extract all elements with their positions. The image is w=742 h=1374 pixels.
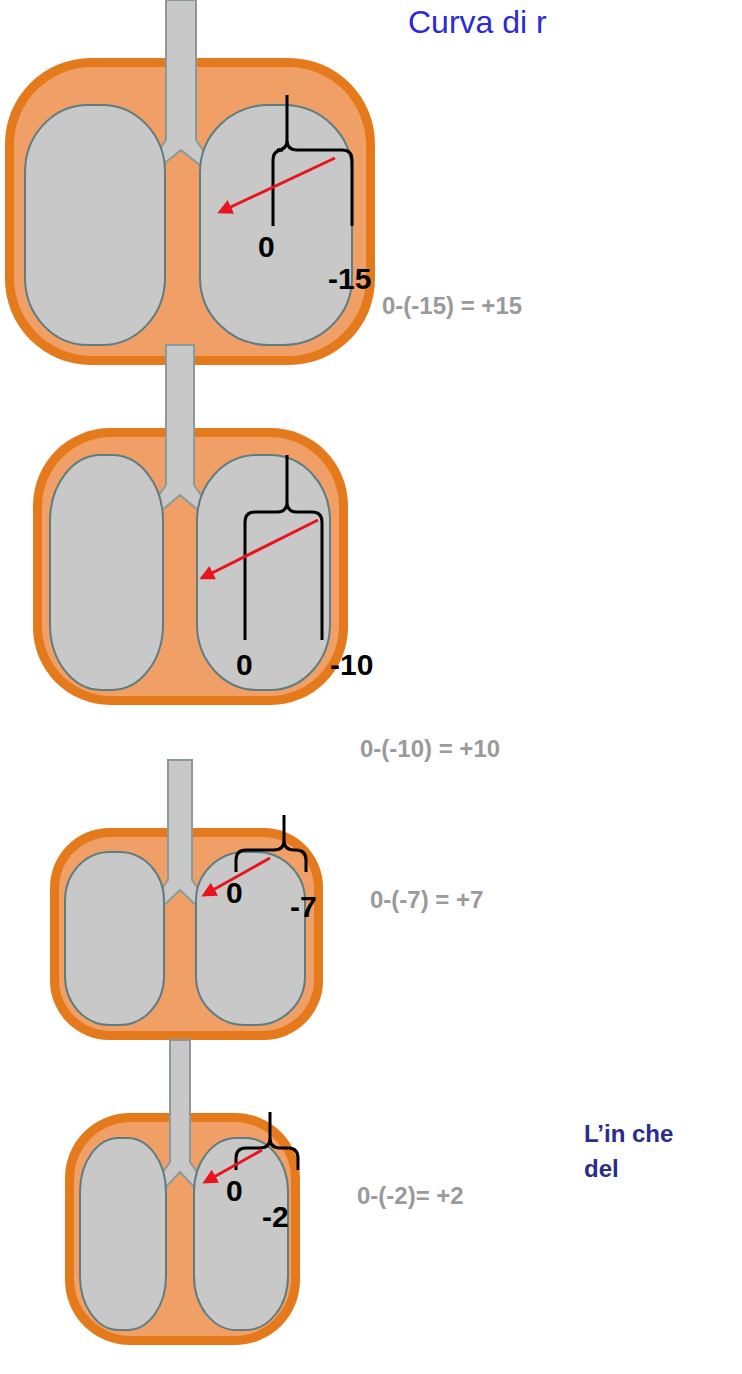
lung [50,455,163,690]
pressure-value: 0 [226,876,243,911]
lung [80,1138,166,1330]
pressure-value: -15 [328,262,371,297]
trachea [152,345,208,511]
thorax-figure [50,760,323,1040]
pressure-bracket [236,815,306,872]
recoil-arrow [202,520,318,578]
pressure-value: -2 [262,1200,289,1235]
thorax-figure [65,1040,300,1345]
pressure-bracket [245,455,322,640]
pressure-value: 0 [236,648,253,683]
pressure-bracket [236,1112,298,1170]
thorax-figure [33,345,348,705]
pressure-formula: 0-(-7) = +7 [370,886,483,914]
trachea [152,0,210,166]
lung [194,1138,288,1330]
lung [65,852,164,1025]
trachea [156,1040,204,1188]
note-text: L’in che del [584,1116,679,1186]
pressure-value: -10 [330,648,373,683]
thorax-figure [5,0,375,365]
recoil-arrow [220,158,335,212]
pressure-formula: 0-(-2)= +2 [357,1182,464,1210]
pressure-value: -7 [290,890,317,925]
pressure-formula: 0-(-15) = +15 [382,292,522,320]
lung [196,852,305,1025]
pressure-bracket [273,95,352,226]
pressure-value: 0 [226,1174,243,1209]
lung [200,105,352,345]
lung [25,105,165,345]
pressure-formula: 0-(-10) = +10 [360,735,500,763]
pressure-value: 0 [258,230,275,265]
lung [197,455,330,690]
title: Curva di r [408,4,547,41]
